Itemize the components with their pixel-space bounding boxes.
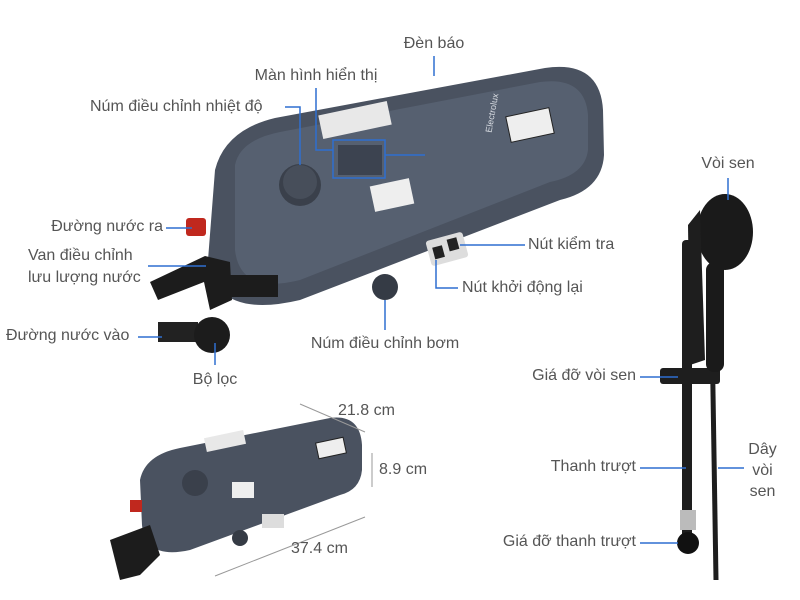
label-display: Màn hình hiển thị [254,67,378,84]
test-button-shape [432,245,445,260]
dimension-height: 8.9 cm [379,461,428,478]
shower-set [660,194,753,581]
depth-dimension-line [299,403,366,433]
label-reset-button: Nút khởi động lại [462,279,583,296]
filter-shape [194,317,230,353]
width-dimension-line [214,516,366,577]
water-heater-small [110,417,362,580]
shower-head-shape [697,194,753,270]
label-hose-2: vòi [752,462,773,479]
reset-button-shape [446,237,460,252]
label-pump-knob: Núm điều chỉnh bơm [310,335,460,352]
label-hose-1: Dây [748,441,777,458]
inlet-fitting [158,322,198,342]
label-water-outlet: Đường nước ra [51,218,163,235]
display-screen [338,145,382,175]
label-water-inlet: Đường nước vào [6,327,130,344]
label-slide-bar: Thanh trượt [550,458,636,475]
label-test-button: Nút kiểm tra [528,236,615,253]
label-flow-valve-1: Van điều chỉnh [28,247,133,264]
flow-valve [150,256,232,310]
shower-holder-shape [660,368,720,384]
label-bar-holder: Giá đỡ thanh trượt [502,533,636,550]
label-shower-holder: Giá đỡ vòi sen [532,367,636,384]
info-sticker [318,100,392,140]
valve-pipe [228,275,278,297]
dimension-depth: 21.8 cm [338,402,395,419]
water-outlet-fitting [186,218,206,236]
leader-lines [138,56,744,544]
label-hose-3: sen [749,483,776,500]
label-indicator-light: Đèn báo [403,35,465,52]
label-temp-knob: Núm điều chỉnh nhiệt độ [90,98,263,115]
qr-sticker [369,178,415,212]
pump-knob [372,274,398,300]
temperature-knob-top [283,165,317,199]
water-heater-main [150,66,604,353]
label-shower-head: Vòi sen [701,155,755,172]
bar-holder-shape [677,532,699,554]
label-filter: Bộ lọc [192,371,238,388]
label-flow-valve-2: lưu lượng nước [28,269,141,286]
spec-sticker [505,107,555,143]
dimension-width: 37.4 cm [291,540,348,557]
